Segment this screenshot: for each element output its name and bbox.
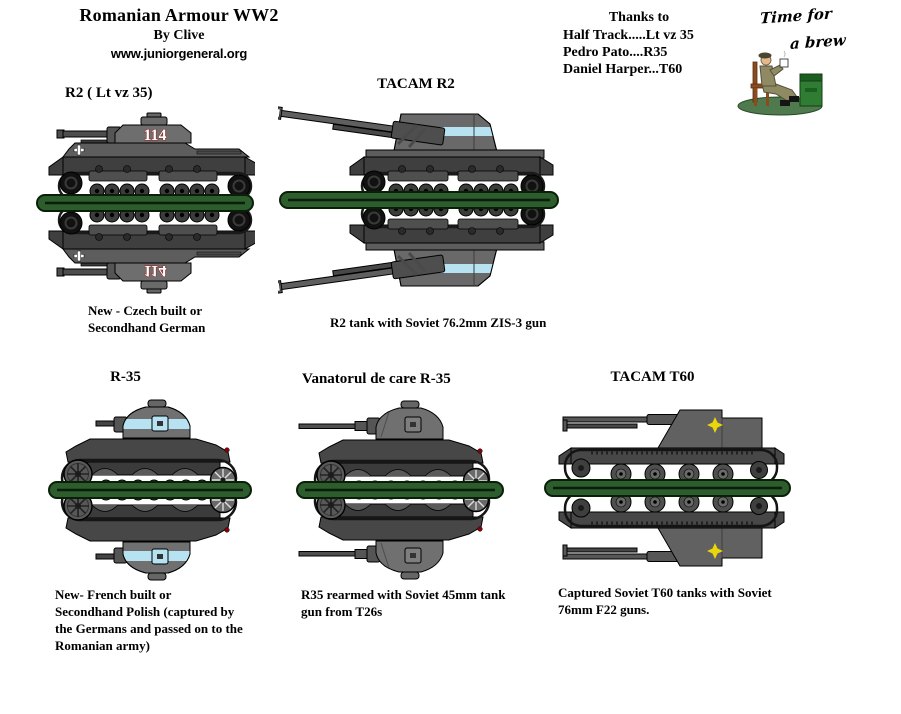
yellow-cross-marking [707,417,723,433]
credits-list: Half Track.....Lt vz 35 Pedro Pato....R3… [563,27,694,78]
tea-break-illustration [737,50,823,116]
tank-label-r2: R2 ( Lt vz 35) [65,85,153,101]
turret-number: 114 [143,127,166,144]
tank-caption-tacam-r2: R2 tank with Soviet 76.2mm ZIS-3 gun [330,315,547,330]
tank-label-vanatorul: Vanatorul de care R-35 [302,371,451,387]
tank-illustration-tacam-r2 [278,104,559,310]
credit-line: Daniel Harper...T60 [563,62,683,77]
mirrored-tank-tacam-t60 [557,490,786,568]
tank-label-tacam-t60: TACAM T60 [610,369,695,385]
tank-illustration-vanatorul [296,400,504,581]
base-bar [296,481,504,499]
green-crate [799,73,823,107]
tank-label-r35: R-35 [110,369,141,385]
soldier-figure [758,50,799,106]
base-bar [48,481,252,499]
tank-caption-vanatorul: R35 rearmed with Soviet 45mm tank gun fr… [301,587,506,619]
base-bar [544,479,791,497]
tank-drawing-tacam-t60 [558,409,785,486]
white-cross-marking [73,144,85,156]
zis3-gun [278,104,446,146]
base-bar [36,194,254,212]
website-url: www.juniorgeneral.org [110,46,248,61]
credit-line: Half Track.....Lt vz 35 [563,28,694,43]
tank-drawing-tacam-r2 [278,104,554,201]
byline: By Clive [153,28,205,43]
base-bar [279,191,559,209]
tank-drawing-r2: 114 [48,112,255,201]
tank-illustration-r35 [48,399,252,582]
credits-heading: Thanks to [608,10,670,25]
brew-caption-line1: Time for [759,4,833,28]
tank-illustration-tacam-t60 [544,409,791,568]
tank-label-tacam-r2: TACAM R2 [377,76,455,92]
credit-line: Pedro Pato....R35 [563,45,668,60]
tank-caption-tacam-t60: Captured Soviet T60 tanks with Soviet 76… [558,585,772,617]
tank-illustration-r2: 114 [36,112,255,295]
page-title: Romanian Armour WW2 [79,5,279,25]
tank-caption-r35: New- French built or Secondhand Polish (… [55,587,243,653]
tank-caption-r2: New - Czech built or Secondhand German [88,303,206,335]
mirrored-tank-r2 [47,205,255,295]
mirrored-tank-tacam-r2 [278,201,553,296]
